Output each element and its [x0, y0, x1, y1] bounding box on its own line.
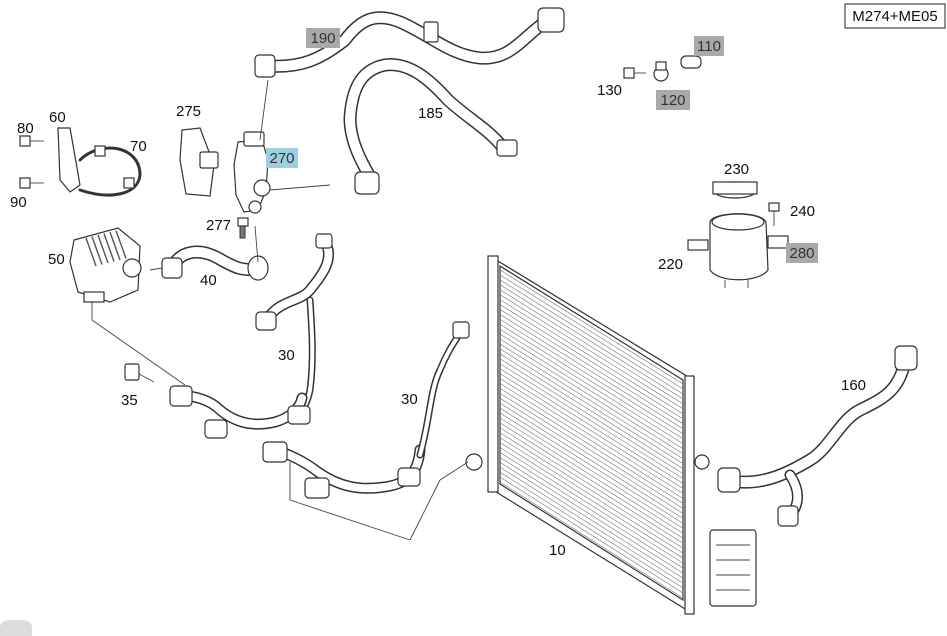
tag-280[interactable]: 280: [789, 245, 814, 262]
label-220[interactable]: 220: [658, 256, 683, 273]
hose-40[interactable]: [161, 245, 269, 281]
tag-190[interactable]: 190: [310, 30, 335, 47]
label-10[interactable]: 10: [549, 542, 566, 559]
hose-160[interactable]: [717, 345, 918, 527]
label-185[interactable]: 185: [418, 105, 443, 122]
oil-cooler[interactable]: [709, 529, 757, 607]
bolt-130[interactable]: [623, 67, 646, 79]
corner-tab: [0, 620, 32, 636]
label-130[interactable]: 130: [597, 82, 622, 99]
radiator-fins: [499, 269, 684, 599]
bracket-strap[interactable]: [57, 127, 142, 197]
hose-190[interactable]: [254, 7, 565, 78]
bracket-275[interactable]: [179, 127, 219, 197]
hose-30-right[interactable]: [262, 321, 470, 499]
bolt-240[interactable]: [768, 202, 780, 226]
label-30-right[interactable]: 30: [401, 391, 418, 408]
reference-code: M274+ME05: [852, 8, 937, 25]
radiator[interactable]: [465, 255, 710, 615]
tag-270[interactable]: 270: [269, 150, 294, 167]
tag-110-box: [694, 36, 724, 56]
label-35[interactable]: 35: [121, 392, 138, 409]
tag-110[interactable]: 110: [697, 38, 721, 55]
bolt-90[interactable]: [19, 177, 44, 189]
label-40[interactable]: 40: [200, 272, 217, 289]
label-230[interactable]: 230: [724, 161, 749, 178]
tag-120-box: [656, 90, 690, 110]
reference-box: M274+ME05: [844, 3, 946, 29]
tag-120[interactable]: 120: [660, 92, 685, 109]
label-60[interactable]: 60: [49, 109, 66, 126]
thermostat-housing[interactable]: [233, 131, 271, 239]
leader-lines: [91, 79, 469, 541]
bolt-277[interactable]: [237, 217, 249, 227]
label-90[interactable]: 90: [10, 194, 27, 211]
hose-185[interactable]: [343, 58, 518, 195]
part-tags: 190 110 120 270 280: [266, 28, 818, 263]
clip-120[interactable]: [653, 61, 669, 82]
cap-230[interactable]: [712, 181, 758, 199]
label-160[interactable]: 160: [841, 377, 866, 394]
water-pump[interactable]: [69, 227, 142, 303]
label-70[interactable]: 70: [130, 138, 147, 155]
hose-30-left[interactable]: [169, 233, 335, 439]
tag-270-box: [266, 148, 298, 168]
part-labels: 10 30 30 35 40 50 60 70 80 90 130 160 18…: [10, 82, 866, 559]
label-50[interactable]: 50: [48, 251, 65, 268]
tag-190-box: [306, 28, 340, 48]
expansion-tank[interactable]: [687, 213, 789, 288]
label-240[interactable]: 240: [790, 203, 815, 220]
sleeve-110[interactable]: [680, 55, 702, 69]
sensor-35[interactable]: [124, 363, 155, 383]
bolt-80[interactable]: [19, 135, 44, 147]
label-80[interactable]: 80: [17, 120, 34, 137]
tag-280-box: [786, 243, 818, 263]
label-277[interactable]: 277: [206, 217, 231, 234]
label-275[interactable]: 275: [176, 103, 201, 120]
label-30-left[interactable]: 30: [278, 347, 295, 364]
